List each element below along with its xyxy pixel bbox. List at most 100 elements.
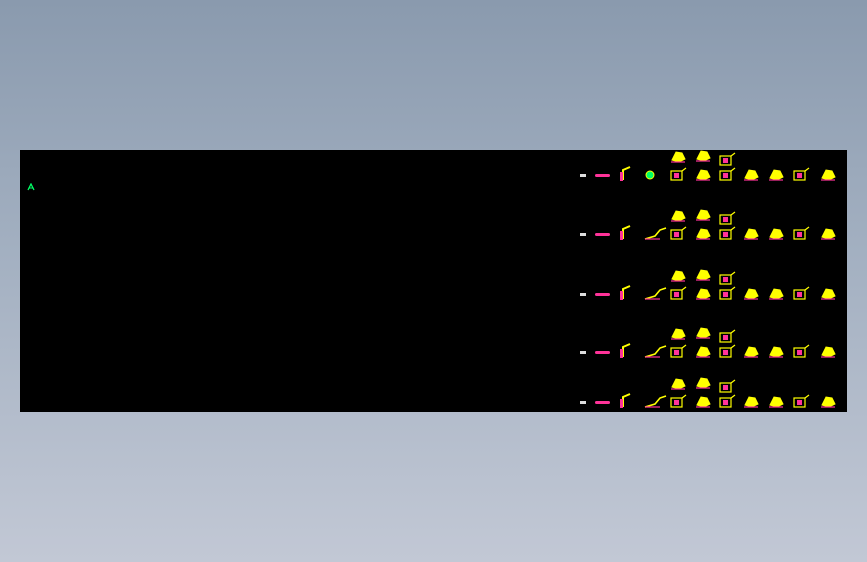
row-4-upper-part-c-core [723,335,728,340]
row-1-upper-part-c [719,155,732,166]
row-4-ramp-part [644,345,667,358]
row-2-part-4 [744,228,759,240]
row-5-part-6-lead [804,394,810,399]
row-1-bracket-part [622,166,631,180]
row-1-upper-part-b [696,150,711,162]
row-1-part-1-core [674,173,679,178]
row-1-part-3-core [723,173,728,178]
row-3-part-5 [769,288,784,300]
row-3-tag [580,293,586,296]
row-3-part-4 [744,288,759,300]
row-2-upper-part-c-lead [730,211,736,216]
row-3-bracket-part [622,285,631,299]
row-3-part-3-lead [730,286,736,291]
row-4-part-3-lead [730,344,736,349]
row-2-part-6-lead [804,226,810,231]
row-1-part-3-lead [730,167,736,172]
row-4-upper-part-b [696,327,711,339]
row-3-upper-part-c-lead [730,271,736,276]
row-5-upper-part-a [671,378,686,390]
row-4-upper-part-c [719,332,732,343]
row-4-upper-part-c-lead [730,329,736,334]
row-4-bracket-base [620,349,623,358]
cad-drawing-sheet [580,150,836,408]
row-4-part-6 [793,347,806,358]
row-2-part-7 [821,228,836,240]
ucs-icon [27,183,35,191]
row-1-bracket-base [620,172,623,181]
row-5-bracket-part [622,393,631,407]
row-3-part-3 [719,289,732,300]
row-1-tag [580,174,586,177]
row-1-part-6-lead [804,167,810,172]
row-5-upper-part-b [696,377,711,389]
row-5-part-5 [769,396,784,408]
row-2-part-2 [696,228,711,240]
row-5-part-3-core [723,400,728,405]
row-1-part-5 [769,169,784,181]
row-5-part-4 [744,396,759,408]
row-3-upper-part-c [719,274,732,285]
row-5-upper-part-c-core [723,385,728,390]
row-4-upper-part-a [671,328,686,340]
row-4-part-7 [821,346,836,358]
row-4-bracket-part [622,343,631,357]
row-2-part-6-core [797,232,802,237]
row-1-slot-part [595,174,610,177]
row-3-part-1-lead [681,286,687,291]
row-2-part-3 [719,229,732,240]
row-4-part-6-core [797,350,802,355]
row-1-part-1 [670,170,683,181]
row-3-part-6 [793,289,806,300]
row-5-ramp-part [644,395,667,408]
drawing-viewport[interactable] [20,150,847,412]
row-2-slot-part [595,233,610,236]
row-5-upper-part-c [719,382,732,393]
row-5-part-1-lead [681,394,687,399]
row-2-bracket-base [620,231,623,240]
row-3-part-1 [670,289,683,300]
row-4-part-2 [696,346,711,358]
row-5-part-2 [696,396,711,408]
row-5-part-3-lead [730,394,736,399]
row-3-part-2 [696,288,711,300]
row-1-part-2 [696,169,711,181]
row-3-upper-part-c-core [723,277,728,282]
row-2-bracket-part [622,225,631,239]
row-2-part-3-lead [730,226,736,231]
row-4-part-1-lead [681,344,687,349]
row-5-slot-part [595,401,610,404]
row-2-ramp-part [644,227,667,240]
row-4-part-1 [670,347,683,358]
row-1-part-6 [793,170,806,181]
row-4-slot-part [595,351,610,354]
row-4-part-3 [719,347,732,358]
row-3-part-1-core [674,292,679,297]
row-3-part-3-core [723,292,728,297]
row-2-part-3-core [723,232,728,237]
row-4-part-5 [769,346,784,358]
row-3-part-6-lead [804,286,810,291]
row-4-part-4 [744,346,759,358]
row-3-part-6-core [797,292,802,297]
row-3-part-7 [821,288,836,300]
row-2-part-1 [670,229,683,240]
row-1-part-3 [719,170,732,181]
row-4-part-6-lead [804,344,810,349]
row-5-part-1 [670,397,683,408]
row-2-tag [580,233,586,236]
row-3-bracket-base [620,291,623,300]
row-4-part-1-core [674,350,679,355]
row-1-upper-part-c-lead [730,152,736,157]
row-2-upper-part-c-core [723,217,728,222]
row-5-tag [580,401,586,404]
row-2-upper-part-c [719,214,732,225]
row-5-part-6 [793,397,806,408]
row-2-part-1-lead [681,226,687,231]
row-3-slot-part [595,293,610,296]
row-2-upper-part-b [696,209,711,221]
row-5-part-1-core [674,400,679,405]
row-5-part-6-core [797,400,802,405]
row-3-upper-part-b [696,269,711,281]
row-1-upper-part-a [671,151,686,163]
